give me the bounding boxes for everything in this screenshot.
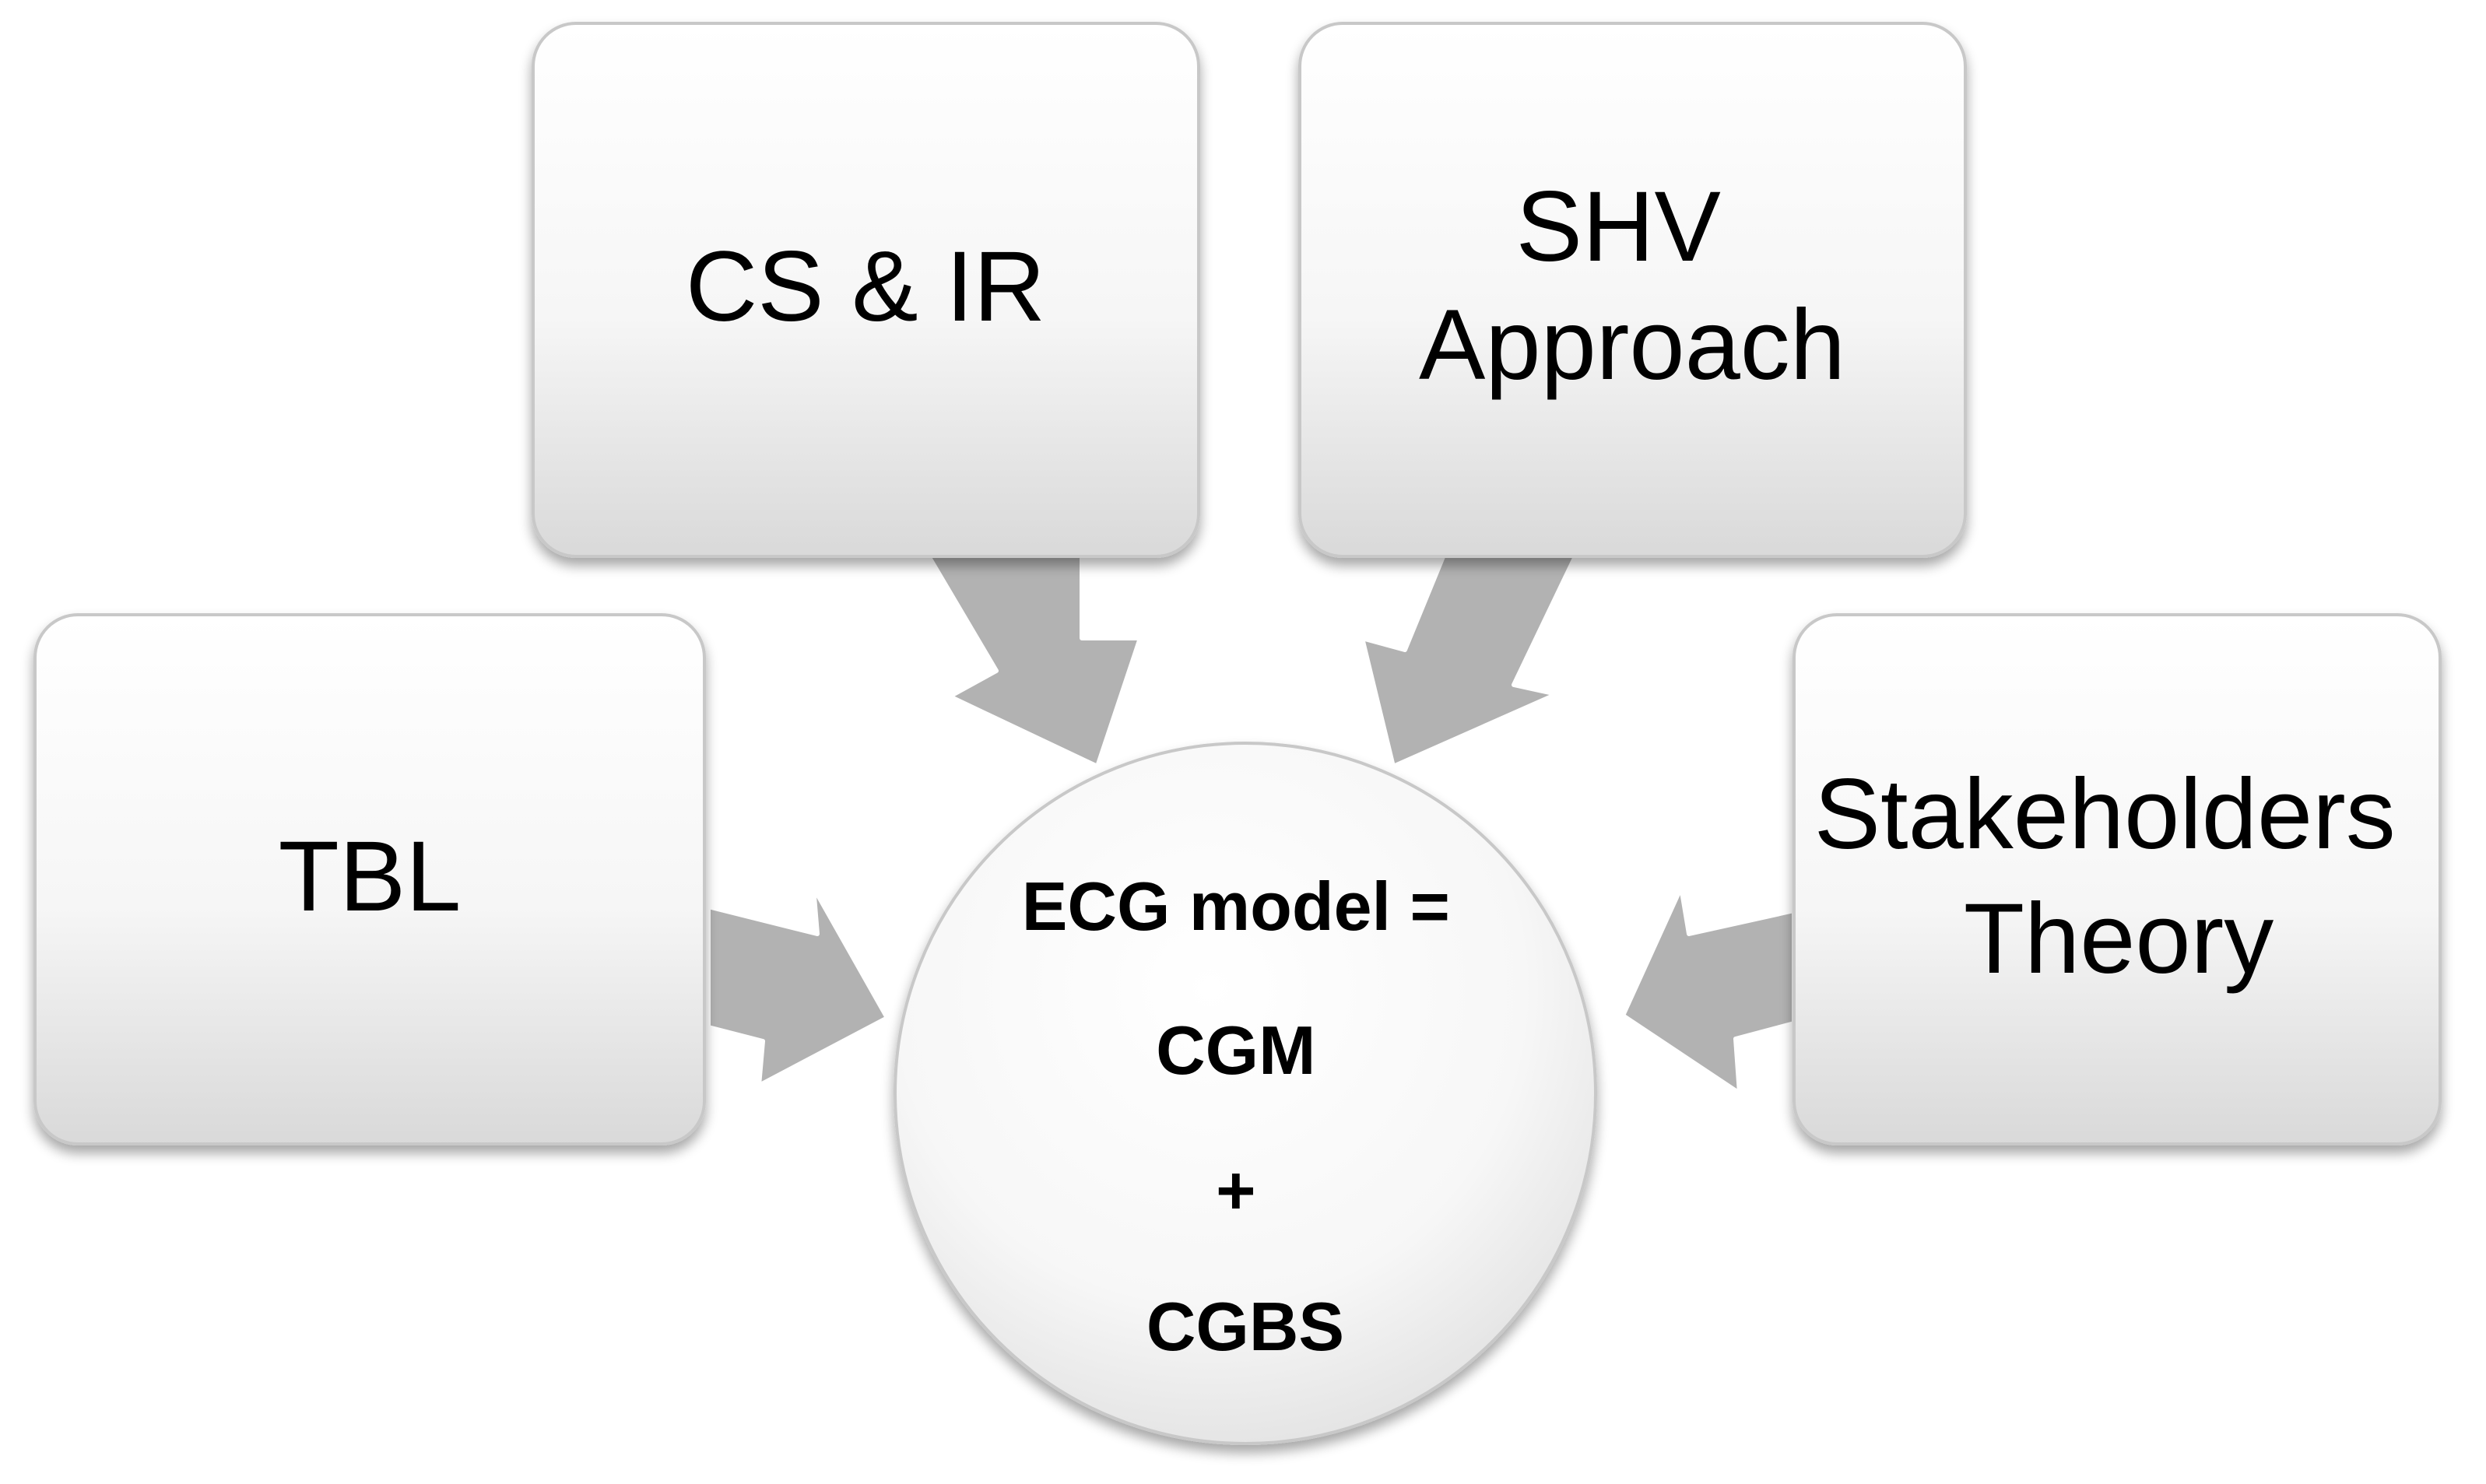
node-label-line: Theory [1964, 883, 2274, 995]
node-tbl: TBL [33, 613, 706, 1145]
hub-label-line: CGM [1156, 1012, 1315, 1089]
node-box [532, 22, 1200, 558]
hub-label-line: ECG model = [1022, 868, 1450, 945]
svg-text:TBL: TBL [279, 821, 462, 932]
arrow-shv-to-hub [1360, 553, 1578, 769]
hub-circle [894, 742, 1597, 1445]
node-shv-approach: SHV Approach [1298, 22, 1967, 558]
hub-label-line: CGBS [1146, 1288, 1344, 1365]
hub-label-line: + [1216, 1152, 1255, 1229]
node-cs-ir: CS & IR [532, 22, 1200, 558]
svg-text:ECG model = CGM +: ECG model = CGM + CGBS [1022, 868, 1469, 1365]
node-label-line: TBL [279, 821, 462, 932]
node-box [1793, 613, 2442, 1145]
svg-text:Stakeholders Theory: Stakeholders Theory [1814, 759, 2424, 995]
svg-text:SHV Approach: SHV Approach [1419, 171, 1845, 401]
node-stakeholders-theory: Stakeholders Theory [1793, 613, 2442, 1145]
arrows [706, 553, 1796, 1096]
svg-text:CS & IR: CS & IR [686, 231, 1045, 342]
node-label-line: Stakeholders [1814, 759, 2396, 870]
node-label-line: CS & IR [686, 231, 1045, 342]
node-box [33, 613, 706, 1145]
node-label-line: SHV [1516, 171, 1721, 282]
hub-ecg-model: ECG model = CGM + CGBS [894, 742, 1597, 1445]
node-box [1298, 22, 1967, 558]
node-label-line: Approach [1419, 289, 1845, 401]
arrow-tbl-to-hub [706, 885, 890, 1088]
arrow-stakeholders-to-hub [1620, 885, 1796, 1096]
arrow-cs-ir-to-hub [925, 553, 1143, 769]
